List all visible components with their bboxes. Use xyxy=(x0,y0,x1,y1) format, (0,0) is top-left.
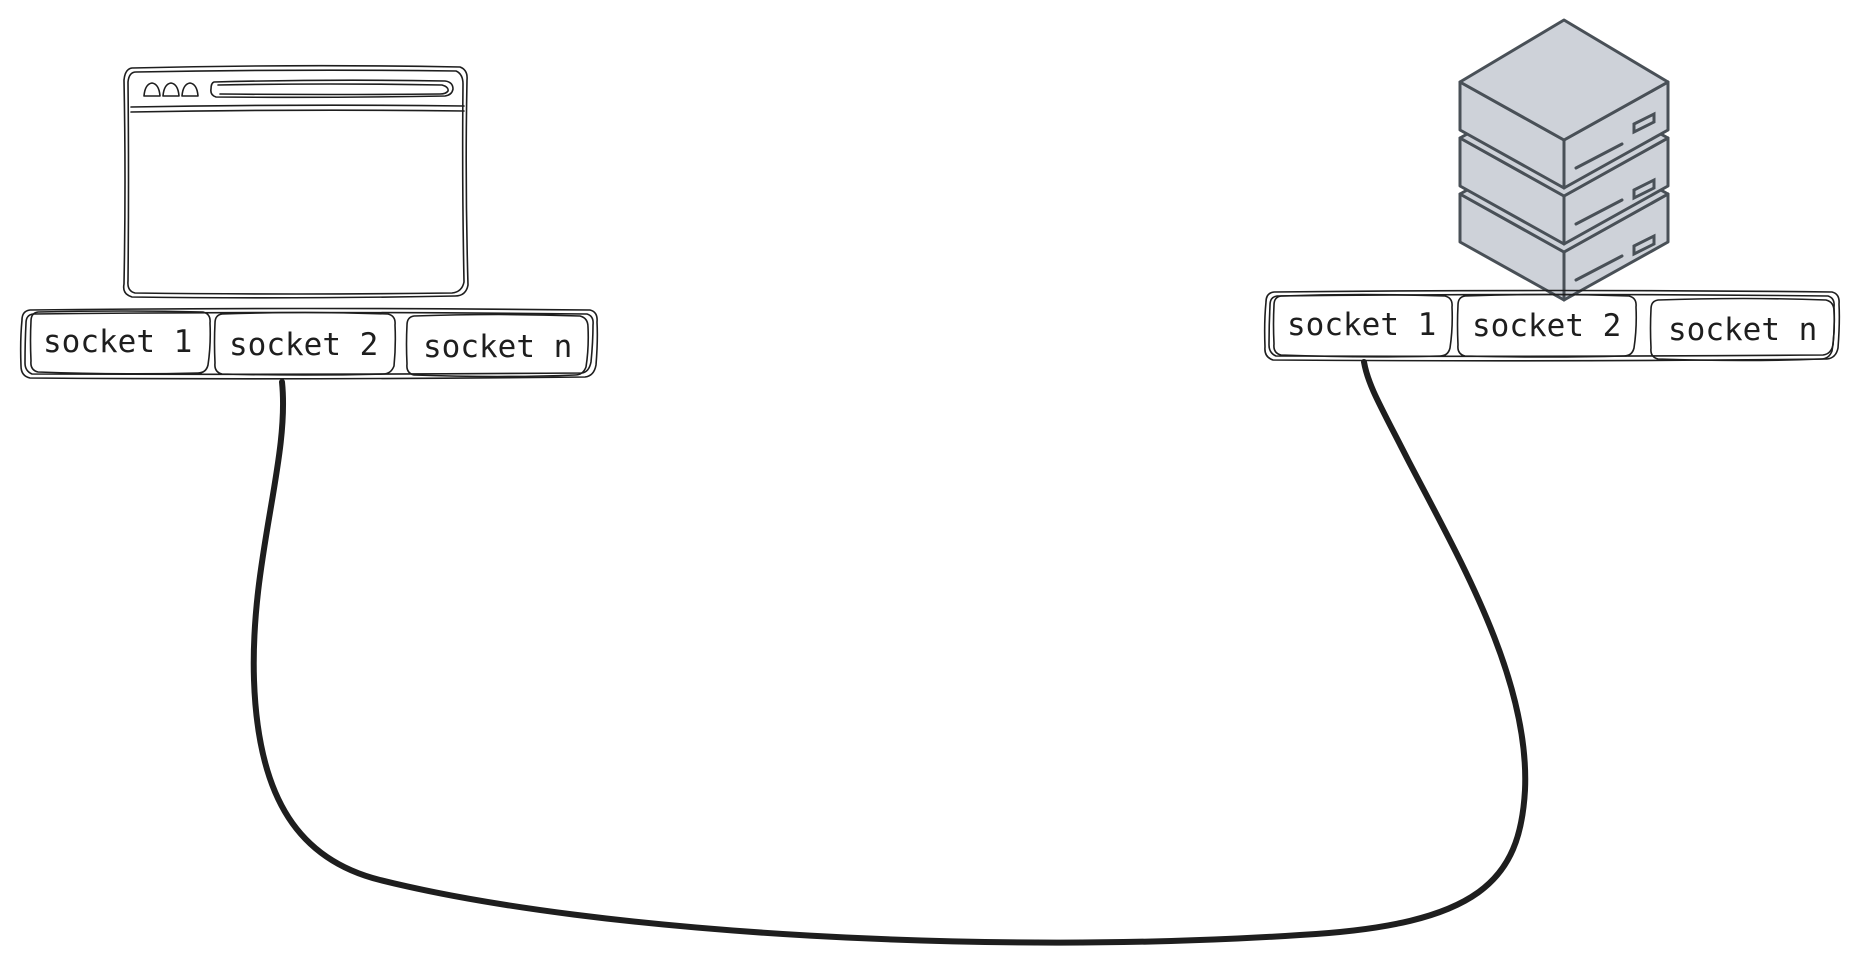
connection-line xyxy=(250,359,1529,946)
server-socket-1: socket 1 xyxy=(1272,293,1454,358)
client-socket-n-label: socket n xyxy=(423,329,572,365)
window-controls xyxy=(143,82,199,97)
client-socket-1-label: socket 1 xyxy=(43,324,192,360)
address-bar xyxy=(210,79,454,99)
client-socket-2-label: socket 2 xyxy=(229,327,378,363)
server-stack-icon xyxy=(1458,18,1670,302)
server-socket-n: socket n xyxy=(1649,297,1836,362)
server-socket-n-label: socket n xyxy=(1668,312,1817,348)
browser-window-icon xyxy=(122,64,469,299)
client-socket-n: socket n xyxy=(405,313,590,378)
server-socket-2: socket 2 xyxy=(1456,293,1638,358)
client-socket-2: socket 2 xyxy=(213,311,397,376)
server-socket-bar xyxy=(1263,289,1841,362)
server-socket-1-label: socket 1 xyxy=(1287,307,1436,343)
server-socket-2-label: socket 2 xyxy=(1472,308,1621,344)
client-socket-1: socket 1 xyxy=(29,310,212,375)
